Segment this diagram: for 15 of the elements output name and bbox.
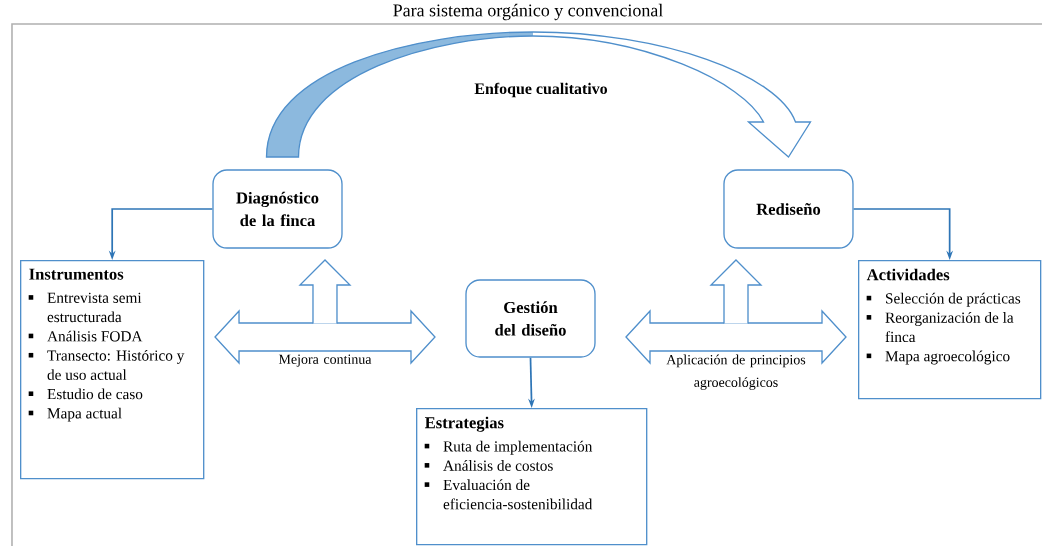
process-box: Gestión del diseño	[465, 279, 596, 358]
process-box: Diagnóstico de la finca	[212, 169, 343, 249]
edge-label: Enfoque cualitativo	[474, 82, 608, 98]
process-box: Rediseño	[723, 169, 854, 249]
edge-label: Aplicación de principios agroecológicos	[666, 354, 806, 390]
list-box: Estrategias Ruta de implementación Análisis de costos Evaluación de eficiencia-sostenibilidad	[416, 408, 648, 546]
block-arrow	[625, 309, 847, 365]
block-arrow	[214, 309, 436, 365]
block-arrow	[298, 259, 352, 325]
block-arrow	[709, 259, 763, 325]
title: Para sistema orgánico y convencional	[393, 3, 663, 21]
list-box: Instrumentos Entrevista semi estructurada Análisis FODA Transecto: Histórico y de uso actual Estudio de caso Mapa actual	[20, 260, 205, 480]
curved-arrow	[265, 31, 812, 158]
edge-label: Mejora continua	[278, 354, 372, 367]
list-box: Actividades Selección de prácticas Reorganización de la finca Mapa agroecológico	[858, 260, 1042, 400]
